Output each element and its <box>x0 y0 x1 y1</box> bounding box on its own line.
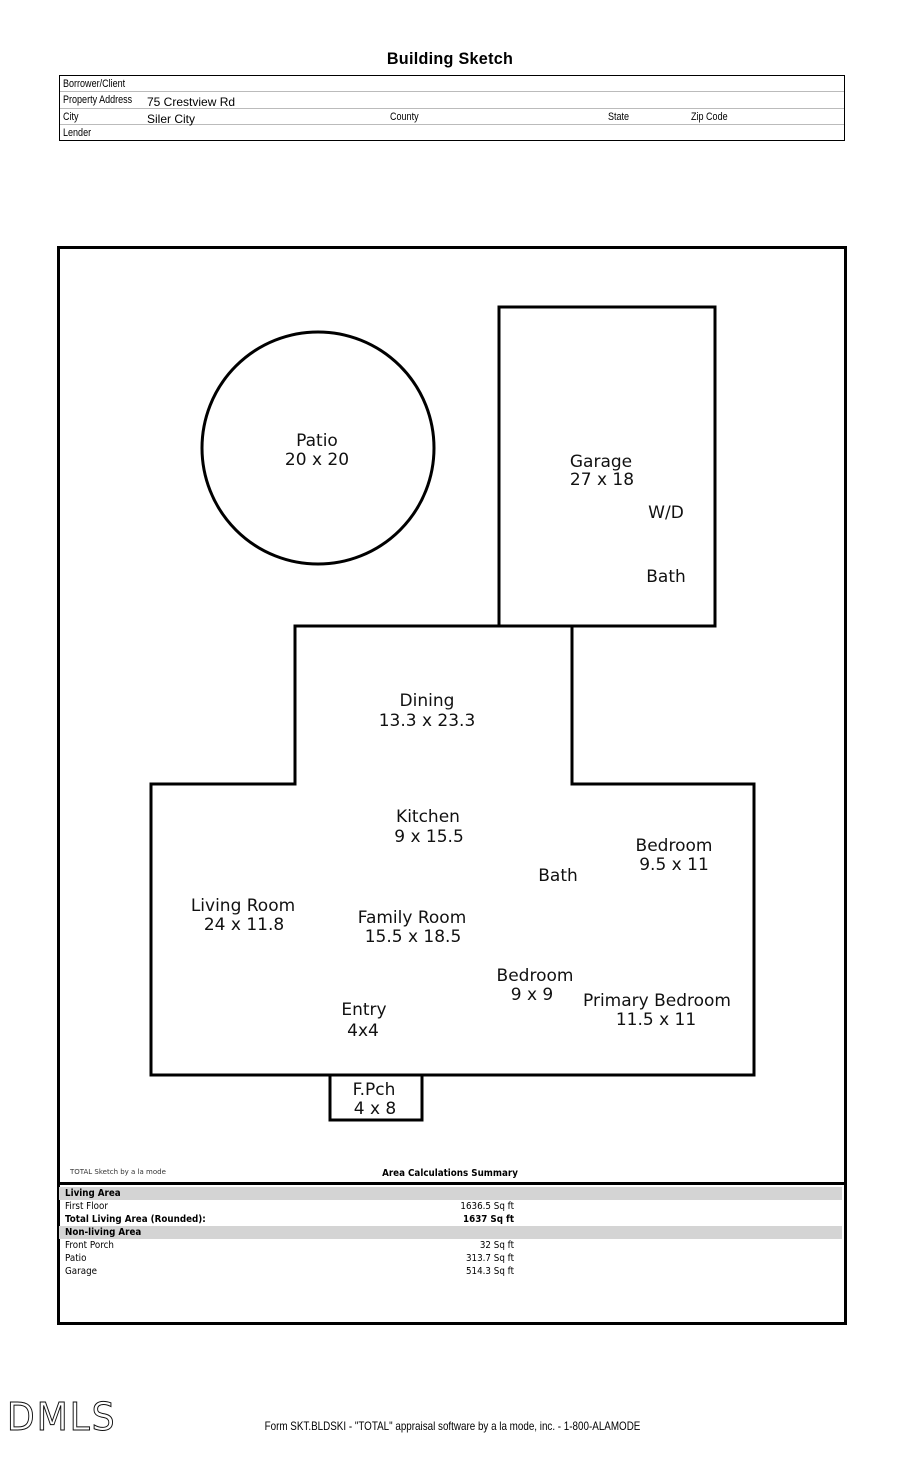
garage-bath-label: Bath <box>646 567 686 587</box>
address-label: Property Address <box>63 94 133 107</box>
borrower-label: Borrower/Client <box>63 78 126 90</box>
lender-label: Lender <box>63 127 92 140</box>
house-outline <box>149 624 756 1077</box>
row-name: Patio <box>65 1253 87 1264</box>
bath-label: Bath <box>538 866 578 886</box>
row-name: First Floor <box>65 1201 108 1212</box>
summary-row: Patio 313.7 Sq ft <box>59 1252 845 1265</box>
address-value: 75 Crestview Rd <box>147 95 236 110</box>
row-name: Front Porch <box>65 1240 114 1251</box>
zip-label: Zip Code <box>691 110 728 123</box>
row-name: Garage <box>65 1266 98 1277</box>
county-label: County <box>390 110 419 123</box>
summary-title: Area Calculations Summary <box>382 1168 518 1179</box>
area-summary: Living Area First Floor 1636.5 Sq ft Tot… <box>59 1182 845 1323</box>
summary-row: Front Porch 32 Sq ft <box>59 1239 845 1252</box>
state-label: State <box>608 110 630 123</box>
sketch-credit: TOTAL Sketch by a la mode <box>70 1168 166 1176</box>
city-row: City Siler City County State Zip Code <box>60 109 844 126</box>
row-area: 32 Sq ft <box>479 1240 514 1251</box>
row-area: 514.3 Sq ft <box>465 1266 514 1277</box>
dmls-logo: DMLS <box>6 1395 117 1440</box>
summary-row: First Floor 1636.5 Sq ft <box>59 1200 845 1213</box>
front-porch-shape <box>328 1073 424 1122</box>
total-value: 1637 Sq ft <box>463 1214 514 1225</box>
total-label: Total Living Area (Rounded): <box>65 1214 206 1225</box>
borrower-row: Borrower/Client <box>60 76 844 93</box>
address-row: Property Address 75 Crestview Rd <box>60 92 844 110</box>
row-area: 313.7 Sq ft <box>465 1253 514 1264</box>
property-info-table: Borrower/Client Property Address 75 Cres… <box>59 75 845 141</box>
nonliving-area-header: Non-living Area <box>59 1226 842 1239</box>
page-title: Building Sketch <box>386 49 514 68</box>
living-area-header: Living Area <box>59 1187 842 1200</box>
lender-row: Lender <box>60 125 844 141</box>
garage-wd-label: W/D <box>648 503 684 523</box>
city-value: Siler City <box>147 111 196 126</box>
city-label: City <box>63 110 79 123</box>
row-area: 1636.5 Sq ft <box>460 1201 514 1212</box>
garage-shape <box>497 305 717 628</box>
patio-shape <box>200 330 436 566</box>
summary-row: Garage 514.3 Sq ft <box>59 1265 845 1278</box>
total-living-row: Total Living Area (Rounded): 1637 Sq ft <box>59 1213 845 1226</box>
form-footer: Form SKT.BLDSKI - "TOTAL" appraisal soft… <box>264 1419 641 1433</box>
sketch-frame <box>57 246 847 1325</box>
